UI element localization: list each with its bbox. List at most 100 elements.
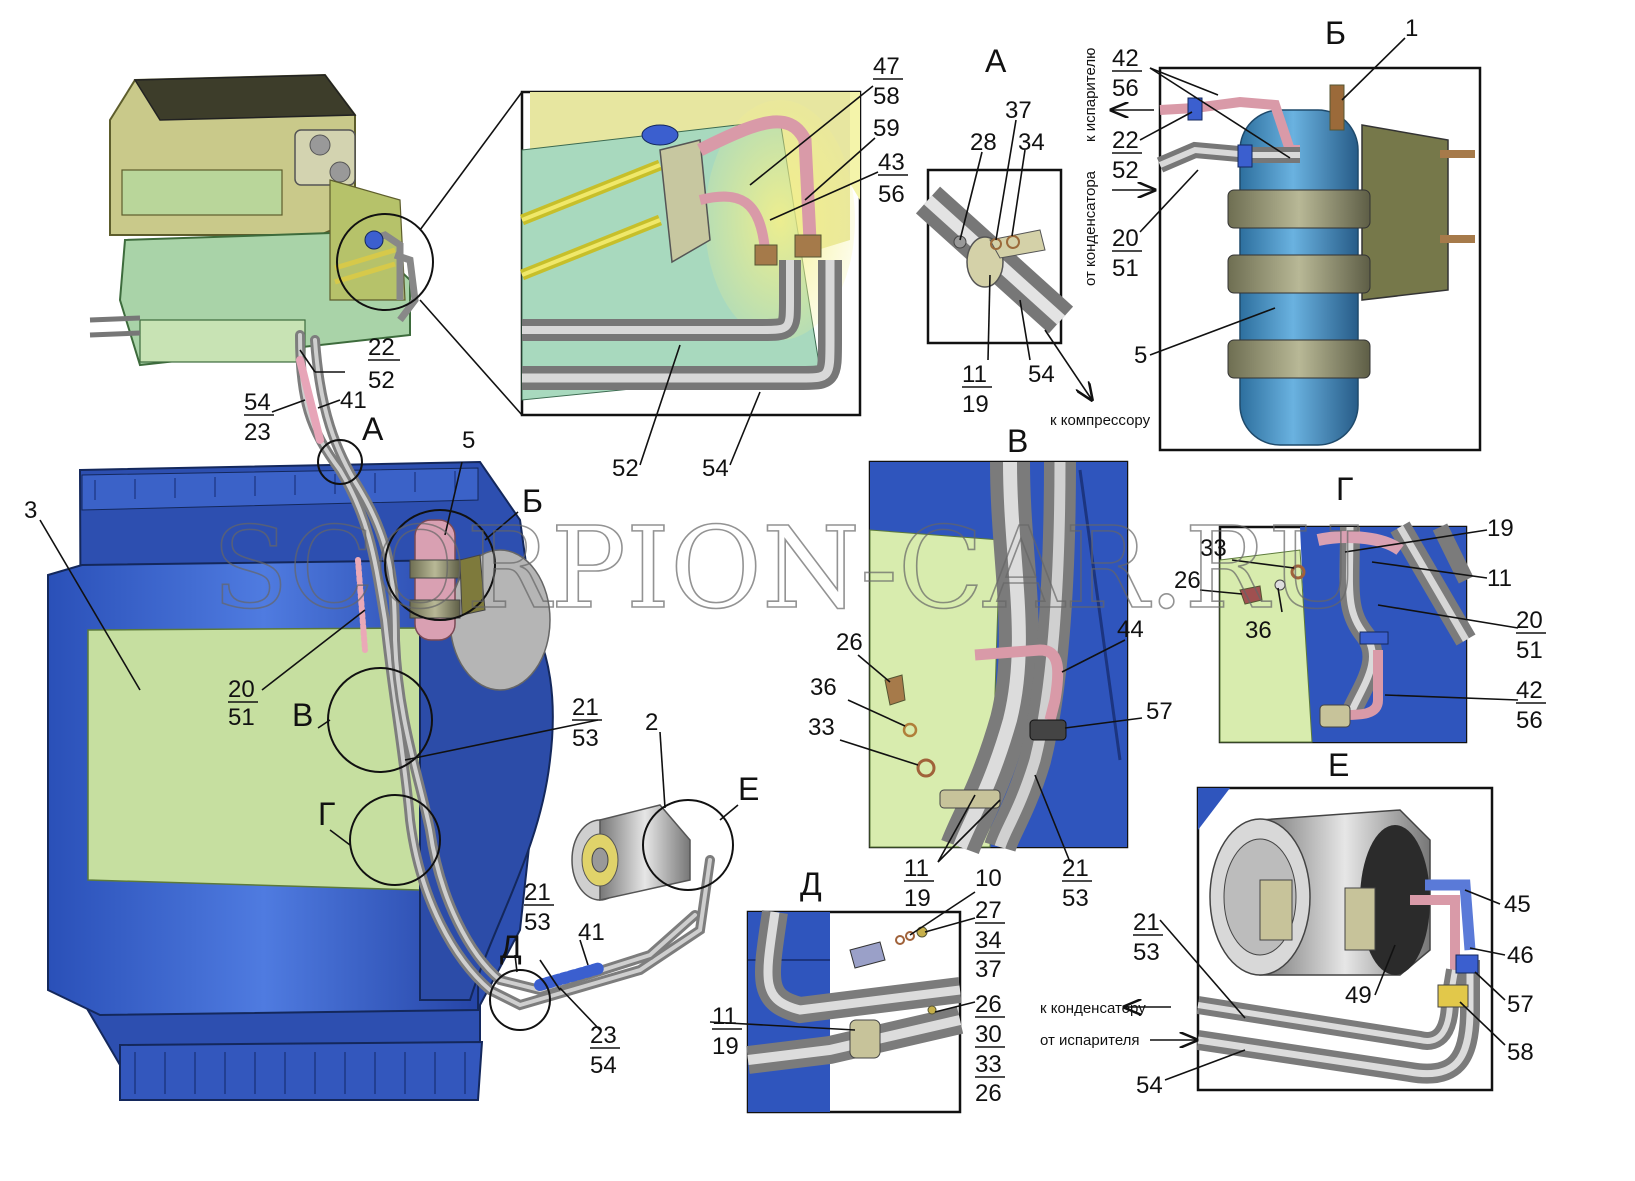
detail-circle-V bbox=[327, 667, 433, 773]
view-A-label-28: 28 bbox=[970, 129, 997, 156]
view-A-label-54: 54 bbox=[1028, 361, 1055, 388]
label-41-top: 41 bbox=[340, 387, 367, 414]
view-V-label-33: 33 bbox=[808, 714, 835, 741]
view-D-label-34: 34 bbox=[975, 927, 1002, 954]
view-E-label-45: 45 bbox=[1504, 891, 1531, 918]
view-E-title: Е bbox=[1328, 747, 1349, 783]
view-D-label-11: 11 bbox=[712, 1003, 737, 1030]
view-D-title: Д bbox=[800, 866, 822, 902]
view-G-label-36: 36 bbox=[1245, 617, 1272, 644]
inset-label-58: 58 bbox=[873, 83, 900, 110]
view-E: Е 45 46 57 58 49 21 53 54 к конден bbox=[1040, 747, 1534, 1099]
label-21-mid: 21 bbox=[572, 694, 599, 721]
view-B-title: Б bbox=[1325, 15, 1346, 51]
view-D: Д 10 27 34 37 26 30 33 26 11 19 bbox=[709, 865, 1005, 1114]
label-23-top: 23 bbox=[244, 419, 271, 446]
view-D-label-26: 26 bbox=[975, 991, 1002, 1018]
label-53-mid: 53 bbox=[572, 725, 599, 752]
callout-V: В bbox=[292, 697, 313, 733]
view-G-title: Г bbox=[1336, 471, 1353, 507]
view-E-label-53: 53 bbox=[1133, 939, 1160, 966]
watermark: SCORPION-CAR.RU bbox=[212, 504, 1363, 634]
evaporator-unit bbox=[89, 73, 419, 367]
label-22: 22 bbox=[368, 334, 395, 361]
view-E-from-evaporator: от испарителя bbox=[1040, 1032, 1140, 1049]
view-B-from-condenser: от конденсатора bbox=[1082, 170, 1099, 286]
detail-circle-G bbox=[349, 794, 441, 886]
radiator-core bbox=[87, 627, 421, 891]
view-E-label-58: 58 bbox=[1507, 1039, 1534, 1066]
view-B-label-20: 20 bbox=[1112, 225, 1139, 252]
label-51: 51 bbox=[228, 704, 255, 731]
view-D-label-30: 30 bbox=[975, 1021, 1002, 1048]
view-G-label-20: 20 bbox=[1516, 607, 1543, 634]
inset-label-43: 43 bbox=[878, 149, 905, 176]
label-53-low: 53 bbox=[524, 909, 551, 936]
callout-A: А bbox=[362, 411, 384, 447]
view-B-label-22: 22 bbox=[1112, 127, 1139, 154]
view-A-label-19: 19 bbox=[962, 391, 989, 418]
view-B-label-52: 52 bbox=[1112, 157, 1139, 184]
view-V-label-21: 21 bbox=[1062, 855, 1089, 882]
view-A-title: А bbox=[985, 43, 1007, 79]
view-A-label-11: 11 bbox=[962, 361, 987, 388]
view-E-label-57: 57 bbox=[1507, 991, 1534, 1018]
callout-D: Д bbox=[500, 929, 522, 965]
view-B-label-5: 5 bbox=[1134, 342, 1147, 369]
view-E-label-46: 46 bbox=[1507, 942, 1534, 969]
detail-circle-D bbox=[489, 969, 551, 1031]
inset-valve: 47 58 59 43 56 52 54 bbox=[519, 53, 908, 482]
view-E-label-49: 49 bbox=[1345, 982, 1372, 1009]
view-B-label-42: 42 bbox=[1112, 45, 1139, 72]
label-23-low: 23 bbox=[590, 1022, 617, 1049]
view-G-label-19: 19 bbox=[1487, 515, 1514, 542]
label-54-top: 54 bbox=[244, 389, 271, 416]
view-A-label-34: 34 bbox=[1018, 129, 1045, 156]
view-V-label-26: 26 bbox=[836, 629, 863, 656]
view-D-label-26b: 26 bbox=[975, 1080, 1002, 1107]
view-B: Б 42 56 22 52 20 51 5 1 к испарителю bbox=[1082, 15, 1482, 452]
label-2: 2 bbox=[645, 709, 658, 736]
view-B-to-evaporator: к испарителю bbox=[1082, 48, 1099, 142]
view-D-label-10: 10 bbox=[975, 865, 1002, 892]
view-V: В 26 36 33 44 57 11 19 21 53 bbox=[808, 423, 1173, 912]
view-B-label-56: 56 bbox=[1112, 75, 1139, 102]
label-20: 20 bbox=[228, 676, 255, 703]
view-D-label-27: 27 bbox=[975, 897, 1002, 924]
callout-G: Г bbox=[318, 796, 335, 832]
callout-E: Е bbox=[738, 771, 759, 807]
view-G-label-51: 51 bbox=[1516, 637, 1543, 664]
detail-circle-A bbox=[317, 439, 363, 485]
label-41-low: 41 bbox=[578, 919, 605, 946]
view-V-label-53: 53 bbox=[1062, 885, 1089, 912]
inset-label-56: 56 bbox=[878, 181, 905, 208]
detail-circle-B bbox=[384, 509, 496, 621]
inset-label-54: 54 bbox=[702, 455, 729, 482]
label-52: 52 bbox=[368, 367, 395, 394]
view-V-label-19: 19 bbox=[904, 885, 931, 912]
view-G: Г 33 26 36 19 11 20 51 42 56 bbox=[1174, 471, 1546, 744]
view-B-label-1: 1 bbox=[1405, 15, 1418, 42]
view-G-label-26: 26 bbox=[1174, 567, 1201, 594]
view-V-title: В bbox=[1007, 423, 1028, 459]
view-G-label-42: 42 bbox=[1516, 677, 1543, 704]
receiver-drier-small bbox=[409, 519, 486, 641]
compressor-small bbox=[571, 804, 691, 901]
label-54-low: 54 bbox=[590, 1052, 617, 1079]
view-D-label-19: 19 bbox=[712, 1033, 739, 1060]
label-5: 5 bbox=[462, 427, 475, 454]
view-A-to-compressor: к компрессору bbox=[1050, 412, 1151, 429]
callout-B: Б bbox=[522, 483, 543, 519]
view-B-label-51: 51 bbox=[1112, 255, 1139, 282]
view-V-label-11: 11 bbox=[904, 855, 929, 882]
view-V-label-36: 36 bbox=[810, 674, 837, 701]
view-G-label-56: 56 bbox=[1516, 707, 1543, 734]
view-A-label-37: 37 bbox=[1005, 97, 1032, 124]
view-E-label-54: 54 bbox=[1136, 1072, 1163, 1099]
view-D-label-33: 33 bbox=[975, 1051, 1002, 1078]
inset-label-47: 47 bbox=[873, 53, 900, 80]
view-G-label-33: 33 bbox=[1200, 535, 1227, 562]
view-D-label-37: 37 bbox=[975, 956, 1002, 983]
view-E-label-21: 21 bbox=[1133, 909, 1160, 936]
